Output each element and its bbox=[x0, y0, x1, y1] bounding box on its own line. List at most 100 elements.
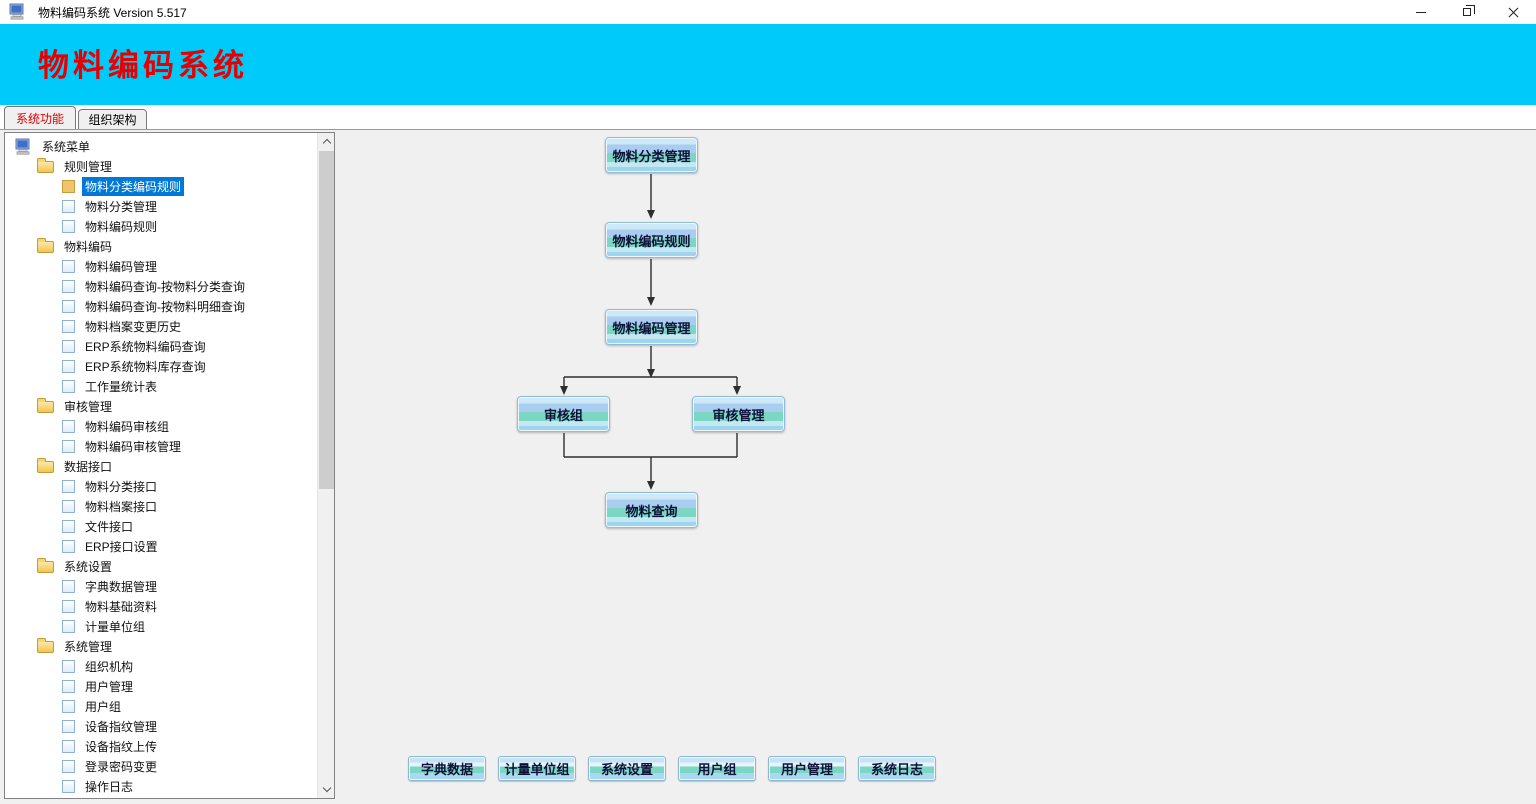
checkbox-icon[interactable] bbox=[62, 679, 75, 693]
tree-folder-row[interactable]: 审核管理 bbox=[5, 396, 316, 416]
tree-item-label: 物料档案接口 bbox=[85, 499, 158, 514]
tree-item-row[interactable]: ERP系统物料库存查询 bbox=[5, 356, 316, 376]
user-management-button[interactable]: 用户管理 bbox=[768, 756, 846, 781]
checkbox-icon[interactable] bbox=[62, 579, 75, 593]
flow-node-review-mgmt[interactable]: 审核管理 bbox=[692, 396, 785, 432]
flow-node-material-class-mgmt[interactable]: 物料分类管理 bbox=[605, 137, 698, 173]
tree-item-row[interactable]: 设备指纹上传 bbox=[5, 736, 316, 756]
tree-item-row[interactable]: 物料编码查询-按物料明细查询 bbox=[5, 296, 316, 316]
tree-item-label: 物料编码规则 bbox=[85, 219, 158, 234]
tree-item-row[interactable]: 设备指纹管理 bbox=[5, 716, 316, 736]
checkbox-icon[interactable] bbox=[62, 499, 75, 513]
checkbox-icon[interactable] bbox=[62, 619, 75, 633]
tree-root[interactable]: 系统菜单 bbox=[5, 136, 316, 156]
checkbox-icon[interactable] bbox=[62, 719, 75, 733]
minimize-button[interactable] bbox=[1398, 0, 1444, 24]
checkbox-icon[interactable] bbox=[62, 299, 75, 313]
tree-folder-row[interactable]: 规则管理 bbox=[5, 156, 316, 176]
tree-item-row[interactable]: 物料编码查询-按物料分类查询 bbox=[5, 276, 316, 296]
tree-item-row[interactable]: 操作日志 bbox=[5, 776, 316, 796]
checkbox-icon[interactable] bbox=[62, 779, 75, 793]
checkbox-icon[interactable] bbox=[62, 479, 75, 493]
checkbox-icon[interactable] bbox=[62, 739, 75, 753]
title-bar: 物料编码系统 Version 5.517 bbox=[0, 0, 1536, 24]
checkbox-icon[interactable] bbox=[62, 659, 75, 673]
tree-item-row[interactable]: 物料编码审核组 bbox=[5, 416, 316, 436]
unit-group-button[interactable]: 计量单位组 bbox=[498, 756, 576, 781]
checkbox-icon[interactable] bbox=[62, 759, 75, 773]
checkbox-icon[interactable] bbox=[62, 219, 75, 233]
user-group-button[interactable]: 用户组 bbox=[678, 756, 756, 781]
scrollbar-thumb[interactable] bbox=[319, 151, 334, 489]
flow-node-review-group[interactable]: 审核组 bbox=[517, 396, 610, 432]
checkbox-icon[interactable] bbox=[62, 439, 75, 453]
checkbox-icon[interactable] bbox=[62, 519, 75, 533]
tree-item-row[interactable]: 物料分类接口 bbox=[5, 476, 316, 496]
tree-item-row[interactable]: 用户组 bbox=[5, 696, 316, 716]
tab-system-functions[interactable]: 系统功能 bbox=[4, 106, 76, 129]
tree-item-label: 设备指纹上传 bbox=[85, 739, 158, 754]
tree-item-row[interactable]: 计量单位组 bbox=[5, 616, 316, 636]
tree-folder-row[interactable]: 数据接口 bbox=[5, 456, 316, 476]
tree-item-label: 文件接口 bbox=[85, 519, 134, 534]
tree-item-row[interactable]: 物料档案接口 bbox=[5, 496, 316, 516]
system-log-button[interactable]: 系统日志 bbox=[858, 756, 936, 781]
flow-node-material-query[interactable]: 物料查询 bbox=[605, 492, 698, 528]
checkbox-icon[interactable] bbox=[62, 339, 75, 353]
minimize-icon bbox=[1416, 11, 1426, 13]
tree-item-row[interactable]: 物料档案变更历史 bbox=[5, 316, 316, 336]
tree-item-label: 物料编码管理 bbox=[85, 259, 158, 274]
tree-item-row[interactable]: 物料分类编码规则 bbox=[5, 176, 316, 196]
tree-item-label: 用户组 bbox=[85, 699, 122, 714]
folder-icon bbox=[37, 458, 54, 473]
tree-item-row[interactable]: 工作量统计表 bbox=[5, 376, 316, 396]
tree-item-row[interactable]: 登录密码变更 bbox=[5, 756, 316, 776]
checkbox-icon[interactable] bbox=[62, 379, 75, 393]
tree-item-label: ERP系统物料编码查询 bbox=[85, 339, 206, 354]
checkbox-icon[interactable] bbox=[62, 199, 75, 213]
checkbox-icon[interactable] bbox=[62, 319, 75, 333]
tree-item-row[interactable]: 字典数据管理 bbox=[5, 576, 316, 596]
checkbox-icon[interactable] bbox=[62, 599, 75, 613]
tree-item-label: 工作量统计表 bbox=[85, 379, 158, 394]
tree-folder-label: 系统管理 bbox=[64, 639, 113, 654]
tree-folder-row[interactable]: 系统设置 bbox=[5, 556, 316, 576]
tree-item-row[interactable]: 物料基础资料 bbox=[5, 596, 316, 616]
flow-node-material-code-rules[interactable]: 物料编码规则 bbox=[605, 222, 698, 258]
tab-page: 系统菜单 规则管理 物料分类编码规则 物料分类管理 物料编码规则 物料编码 物料… bbox=[0, 129, 1536, 804]
tree-folder-label: 审核管理 bbox=[64, 399, 113, 414]
checkbox-icon[interactable] bbox=[62, 419, 75, 433]
restore-button[interactable] bbox=[1444, 0, 1490, 24]
tree-folder-row[interactable]: 物料编码 bbox=[5, 236, 316, 256]
checkbox-icon[interactable] bbox=[62, 279, 75, 293]
tree-item-row[interactable]: 用户管理 bbox=[5, 676, 316, 696]
checkbox-icon[interactable] bbox=[62, 539, 75, 553]
tree-item-row[interactable]: 组织机构 bbox=[5, 656, 316, 676]
window-title: 物料编码系统 Version 5.517 bbox=[38, 6, 187, 20]
tree-item-row[interactable]: 物料分类管理 bbox=[5, 196, 316, 216]
checkbox-icon[interactable] bbox=[62, 259, 75, 273]
tree-folder-row[interactable]: 系统管理 bbox=[5, 636, 316, 656]
system-settings-button[interactable]: 系统设置 bbox=[588, 756, 666, 781]
tab-organization[interactable]: 组织架构 bbox=[78, 109, 147, 129]
tree-item-row[interactable]: ERP系统物料编码查询 bbox=[5, 336, 316, 356]
tree-item-row[interactable]: 物料编码规则 bbox=[5, 216, 316, 236]
computer-icon bbox=[9, 3, 24, 20]
tree-item-row[interactable]: ERP接口设置 bbox=[5, 536, 316, 556]
tree-item-label: 登录密码变更 bbox=[85, 759, 158, 774]
checkbox-icon[interactable] bbox=[62, 359, 75, 373]
tree-item-label: ERP接口设置 bbox=[85, 539, 158, 554]
checkbox-icon[interactable] bbox=[62, 179, 75, 193]
checkbox-icon[interactable] bbox=[62, 699, 75, 713]
dictionary-data-button[interactable]: 字典数据 bbox=[408, 756, 486, 781]
tree-item-row[interactable]: 物料编码审核管理 bbox=[5, 436, 316, 456]
folder-icon bbox=[37, 398, 54, 413]
tree-item-row[interactable]: 物料编码管理 bbox=[5, 256, 316, 276]
tree-item-row[interactable]: 文件接口 bbox=[5, 516, 316, 536]
tree-scrollbar[interactable] bbox=[317, 133, 334, 798]
tree-item-label: 计量单位组 bbox=[85, 619, 146, 634]
folder-icon bbox=[37, 158, 54, 173]
flow-node-material-code-mgmt[interactable]: 物料编码管理 bbox=[605, 309, 698, 345]
tree-item-label: 组织机构 bbox=[85, 659, 134, 674]
